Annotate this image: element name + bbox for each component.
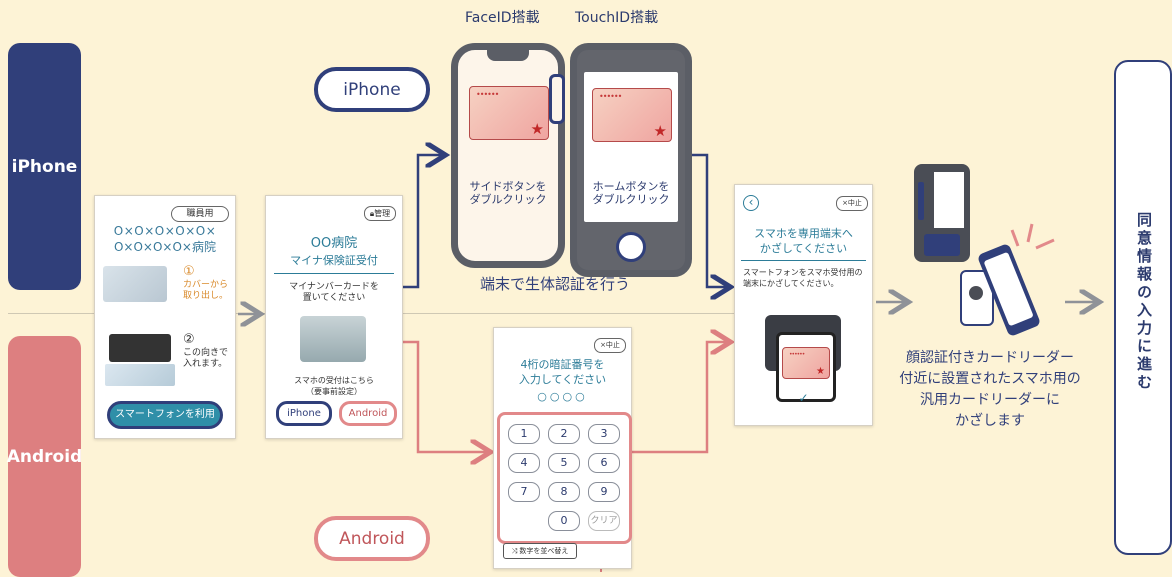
hospital-name: OO病院 — [310, 236, 358, 251]
pin-title-1: 4桁の暗証番号を — [520, 358, 605, 371]
card-image — [103, 266, 167, 302]
lock-icon: 🔒︎ — [369, 209, 375, 218]
reader-sensor — [969, 286, 983, 300]
faceid-header: FaceID搭載 — [465, 10, 540, 26]
cancel-button[interactable]: ×中止 — [836, 196, 868, 211]
android-tab-label: Android — [6, 446, 83, 467]
hospital-line-2: O×O×O×O×病院 — [113, 240, 216, 254]
smartphone-reader-device — [960, 270, 994, 326]
title-divider — [274, 273, 394, 274]
touchid-phone: •••••• ★ ホームボタンを ダブルクリック — [570, 43, 692, 277]
card-dots: •••••• — [789, 351, 805, 358]
iphone-select-button[interactable]: iPhone — [276, 401, 332, 426]
step-2-number: ② — [183, 332, 195, 347]
admin-label: 管理 — [374, 209, 391, 218]
home-button-highlight — [616, 232, 646, 262]
reception-title: マイナ保険証受付 — [290, 254, 378, 267]
key-6[interactable]: 6 — [588, 453, 620, 473]
key-8[interactable]: 8 — [548, 482, 580, 502]
check-icon: ✓ — [798, 391, 809, 405]
pinpad-highlight — [497, 412, 632, 544]
signal-lines-icon — [1010, 223, 1055, 250]
key-0[interactable]: 0 — [548, 511, 580, 531]
arrow-from-iphone — [680, 153, 728, 287]
title-divider — [741, 260, 866, 261]
clear-key[interactable]: クリア — [588, 511, 620, 531]
kiosk-screen-select: 🔒︎管理 OO病院 マイナ保険証受付 マイナンバーカードを 置いてください スマ… — [265, 195, 403, 439]
key-3[interactable]: 3 — [588, 424, 620, 444]
pin-dots: ○○○○ — [537, 390, 588, 403]
mynumber-card-touchid: •••••• ★ — [592, 88, 672, 142]
presetting-note: （要事前設定） — [306, 387, 362, 396]
staff-badge[interactable]: 職員用 — [171, 206, 229, 222]
key-4[interactable]: 4 — [508, 453, 540, 473]
key-7[interactable]: 7 — [508, 482, 540, 502]
hold-phone-screen: ‹ ×中止 スマホを専用端末へ かざしてください スマートフォンをスマホ受付用の… — [734, 184, 873, 426]
use-smartphone-button[interactable]: スマートフォンを利用 — [107, 401, 223, 429]
reader-caption: 顔認証付きカードリーダー 付近に設置されたスマホ用の 汎用カードリーダーに かざ… — [899, 350, 1081, 429]
card-dots: •••••• — [476, 90, 499, 99]
key-9[interactable]: 9 — [588, 482, 620, 502]
hospital-line-1: O×O×O×O×O× — [113, 224, 217, 238]
side-button-highlight — [549, 74, 565, 124]
faceid-notch — [487, 49, 529, 61]
faceid-phone: •••••• ★ サイドボタンを ダブルクリック — [451, 43, 565, 268]
arrow-to-android — [403, 340, 488, 452]
hold-title-2: かざしてください — [759, 242, 848, 255]
star-icon: ★ — [816, 366, 825, 377]
card-dots: •••••• — [599, 92, 622, 101]
face-reader-device — [914, 164, 970, 262]
arrow-to-iphone — [403, 155, 443, 289]
biometric-caption: 端末で生体認証を行う — [480, 275, 631, 293]
arrow-from-android — [632, 342, 728, 454]
next-step-box: 同意情報の入力に進む — [1114, 60, 1172, 555]
hold-body-text: スマートフォンをスマホ受付用の 端末にかざしてください。 — [743, 268, 863, 289]
step-1-text: カバーから 取り出し。 — [183, 280, 229, 301]
next-step-label: 同意情報の入力に進む — [1135, 212, 1153, 392]
reader-side-bar — [918, 182, 924, 220]
separator-line — [8, 313, 798, 314]
step-2-text: この向きで 入れます。 — [183, 348, 229, 369]
phone-on-reader-image: •••••• ★ — [776, 332, 836, 402]
key-2[interactable]: 2 — [548, 424, 580, 444]
hold-title-1: スマホを専用端末へ — [754, 227, 853, 240]
home-button-label: ホームボタンを ダブルクリック — [592, 180, 670, 207]
key-5[interactable]: 5 — [548, 453, 580, 473]
mynumber-card-small: •••••• ★ — [782, 347, 830, 379]
mynumber-card-faceid: •••••• ★ — [469, 86, 549, 140]
pin-title-2: 入力してください — [518, 373, 607, 386]
reader-screen — [934, 172, 964, 228]
iphone-pill: iPhone — [314, 67, 430, 112]
side-button-label: サイドボタンを ダブルクリック — [469, 180, 547, 207]
card-reader-image — [300, 316, 366, 362]
reader-base — [924, 234, 960, 256]
card-insert-image — [105, 364, 175, 386]
star-icon: ★ — [653, 122, 667, 140]
shuffle-digits-button[interactable]: ⤨ 数字を並べ替え — [503, 543, 577, 559]
android-tab: Android — [6, 336, 83, 577]
star-icon: ★ — [530, 120, 544, 138]
kiosk-screen-start: 職員用 O×O×O×O×O× O×O×O×O×病院 ① カバーから 取り出し。 … — [94, 195, 236, 439]
place-card-instruction: マイナンバーカードを 置いてください — [289, 282, 379, 303]
back-button[interactable]: ‹ — [743, 195, 759, 211]
reader-slot-image — [109, 334, 171, 362]
smartphone-note: スマホの受付はこちら — [294, 376, 374, 385]
key-1[interactable]: 1 — [508, 424, 540, 444]
android-pill: Android — [314, 516, 430, 561]
step-1-number: ① — [183, 264, 195, 279]
android-select-button[interactable]: Android — [339, 401, 397, 426]
iphone-tab: iPhone — [8, 43, 81, 290]
cancel-button[interactable]: ×中止 — [594, 338, 626, 353]
iphone-tab-label: iPhone — [11, 156, 78, 177]
admin-badge[interactable]: 🔒︎管理 — [364, 206, 396, 221]
touchid-header: TouchID搭載 — [575, 10, 659, 26]
